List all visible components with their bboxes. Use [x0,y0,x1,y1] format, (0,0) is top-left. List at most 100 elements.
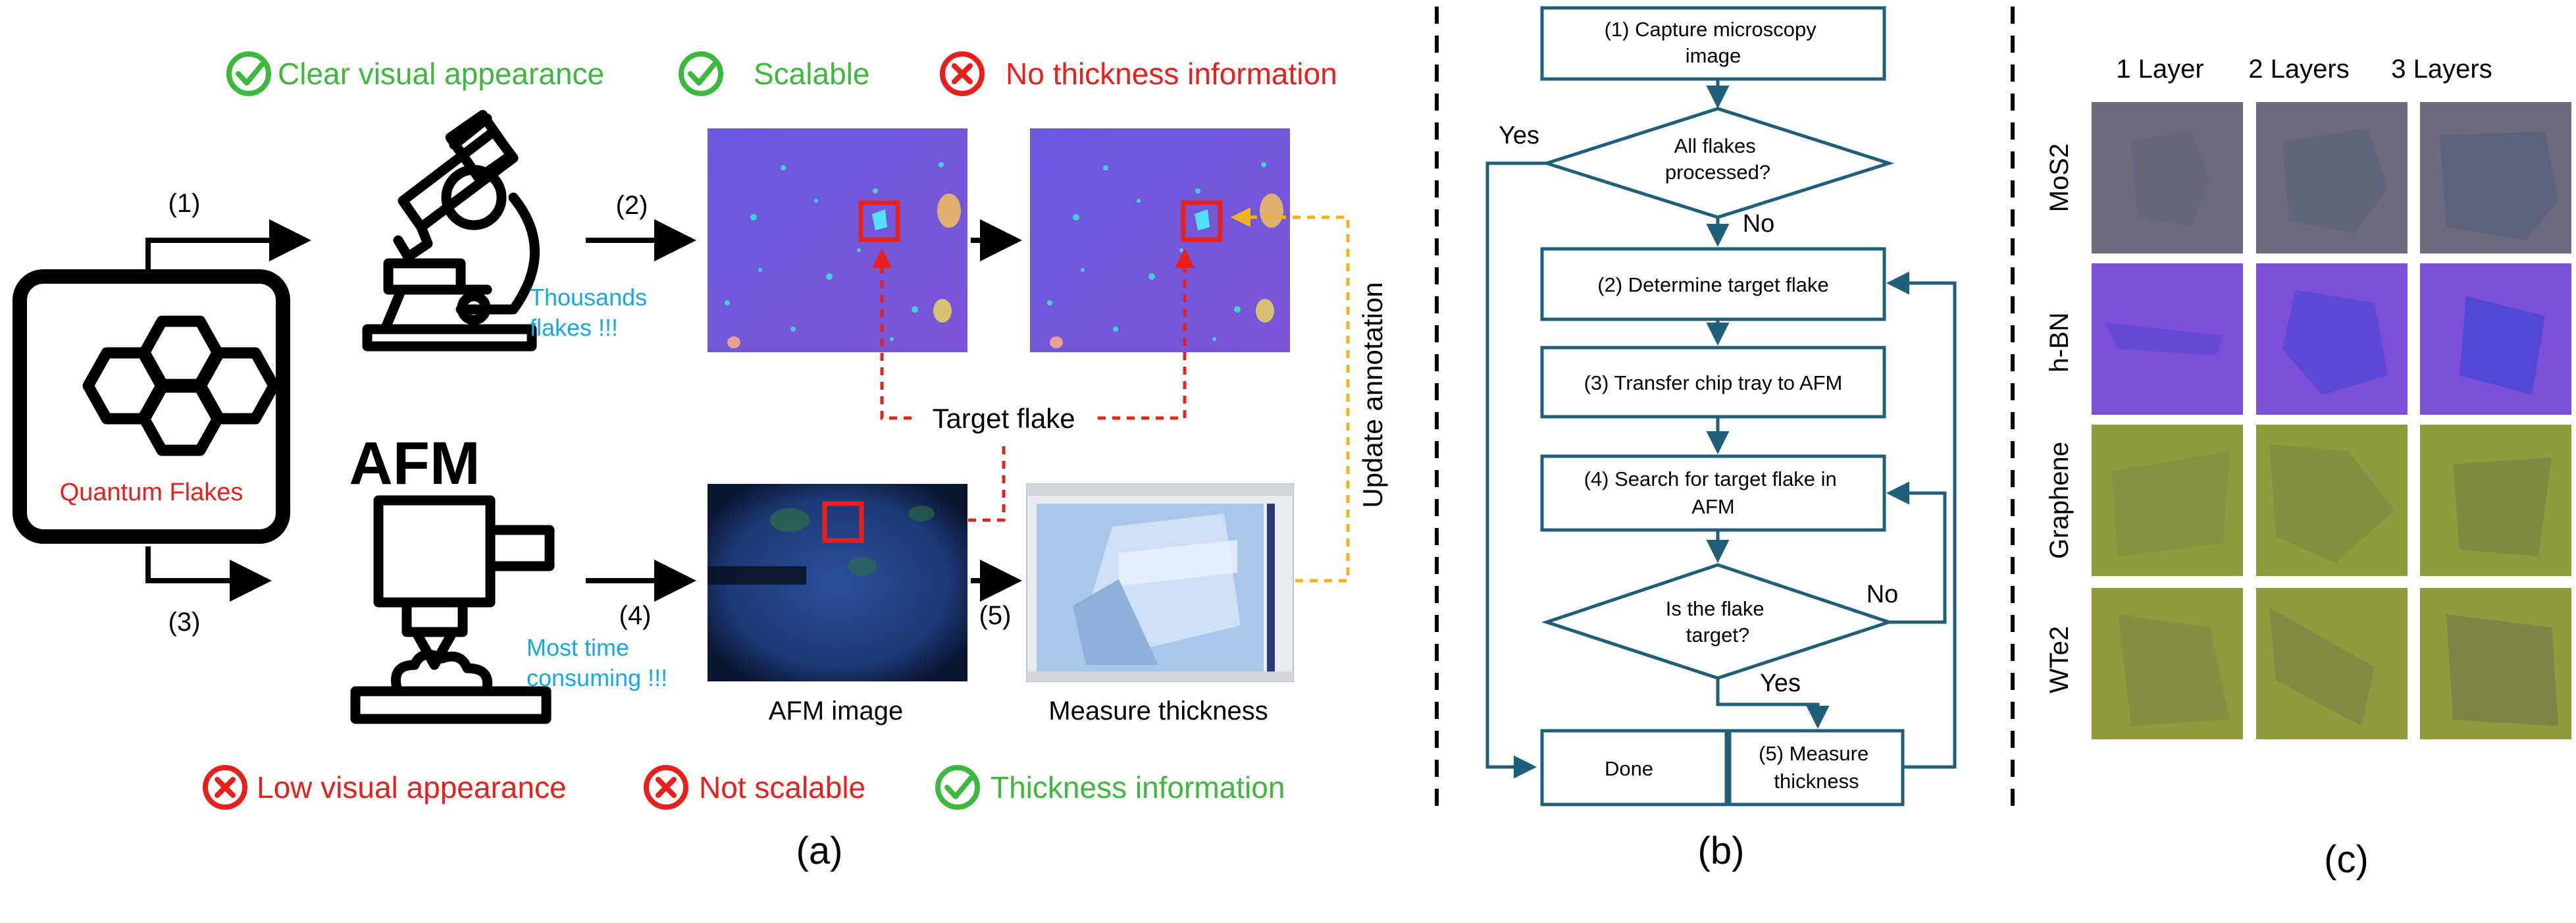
check-icon [226,51,271,96]
node-done-text: Done [1605,757,1653,780]
flake-shape [2131,128,2210,227]
node-determine [1540,247,1886,321]
target-flake-arrow-right [1098,248,1195,420]
node-capture [1540,6,1886,81]
top-badges: Clear visual appearance Scalable No thic… [226,51,1337,96]
badge-low-visual: Low visual appearance [257,770,567,804]
micrograph-background [2092,263,2243,415]
flake-shape [2269,608,2375,726]
micrograph-wte2-col-2 [2256,588,2408,739]
cross-icon [940,51,985,96]
check-icon [935,765,980,810]
target-flake-arrow-left [872,248,912,420]
node-capture-text: (1) Capture microscopy image [1605,18,1822,67]
label-no-2: No [1867,581,1899,608]
step-1-label: (1) [168,189,201,218]
target-flake-label: Target flake [932,403,1075,434]
step-3-label: (3) [168,608,201,637]
flake-shape [2446,614,2558,726]
quantum-flakes-label: Quantum Flakes [60,479,244,506]
flake-shape [2118,614,2230,726]
micrograph-mos2-col-2 [2256,102,2408,253]
col-1-layer: 1 Layer [2116,55,2203,84]
afm-image-label: AFM image [769,697,904,725]
micrograph-graphene-col-1 [2092,425,2243,576]
micrograph-background [2092,425,2243,576]
flake-shape [2453,458,2552,556]
afm-target-box [822,501,864,543]
row-hbn: h-BN [2045,312,2074,372]
flake-shape [2282,290,2388,395]
node-measure-text: (5) Measure thickness [1759,742,1874,793]
arrow-step-3 [145,546,272,602]
badge-no-thickness: No thickness information [1006,57,1337,91]
bottom-badges: Low visual appearance Not scalable Thick… [203,765,1285,810]
layer-grid [2092,102,2571,739]
target-box-1 [858,200,900,242]
afm-icon [350,495,555,724]
note-most-time: Most time consuming !!! [527,634,667,691]
row-graphene: Graphene [2045,442,2074,559]
note-thousands-flakes: Thousands flakes !!! [530,284,654,341]
micrograph-graphene-col-2 [2256,425,2408,576]
micrograph-wte2-col-3 [2420,588,2571,739]
step-4-label: (4) [619,601,652,630]
caption-a: (a) [796,830,843,872]
row-wte2: WTe2 [2045,626,2074,693]
label-yes-1: Yes [1499,122,1539,149]
micrograph-graphene-col-3 [2420,425,2571,576]
edge-n5-n2 [1886,271,1957,769]
flake-shape [2269,444,2394,563]
label-yes-2: Yes [1760,670,1801,697]
optical-image-1 [708,128,967,352]
badge-thickness-info: Thickness information [991,770,1285,804]
micrograph-hbn-col-2 [2256,263,2408,415]
decision-is-target-text: Is the flake target? [1666,597,1770,646]
micrograph-hbn-col-1 [2092,263,2243,415]
node-search [1540,454,1886,532]
afm-title: AFM [349,430,480,497]
check-icon [679,51,723,96]
badge-clear-visual: Clear visual appearance [278,57,604,91]
row-mos2: MoS2 [2045,144,2074,213]
flake-shape [2282,128,2388,234]
microscope-icon [362,109,540,352]
flake-shape [2440,132,2558,240]
micrograph-mos2-col-1 [2092,102,2243,253]
col-3-layers: 3 Layers [2391,55,2492,84]
flake-shape [2111,451,2230,556]
node-transfer-text: (3) Transfer chip tray to AFM [1584,371,1843,394]
panel-b: (1) Capture microscopy image All flakes … [1485,6,1957,872]
caption-b: (b) [1698,830,1745,872]
measure-thickness-label: Measure thickness [1048,697,1268,725]
node-determine-text: (2) Determine target flake [1597,273,1828,296]
badge-not-scalable: Not scalable [699,770,865,804]
update-annotation-label: Update annotation [1357,282,1388,508]
flake-shape [2105,323,2223,356]
cross-icon [644,765,688,810]
step-2-label: (2) [616,191,648,220]
edge-d2-no [1886,481,1947,624]
update-annotation-arrow [1231,207,1350,583]
edge-d2-yes [1716,678,1830,729]
decision-all-processed-text: All flakes processed? [1665,134,1770,184]
caption-c: (c) [2324,838,2369,881]
micrograph-background [2092,102,2243,253]
hexagon-icon [82,315,280,456]
node-done [1540,729,1728,806]
quantum-flakes-box: Quantum Flakes [13,269,290,544]
micrograph-hbn-col-3 [2420,263,2571,415]
edge-d1-done [1485,161,1547,779]
flake-shape [2460,296,2545,395]
target-box-2 [1181,200,1223,242]
col-2-layers: 2 Layers [2248,55,2349,84]
node-measure [1728,729,1905,806]
afm-image [708,484,967,681]
micrograph-mos2-col-3 [2420,102,2571,253]
cross-icon [203,765,247,810]
micrograph-background [2092,588,2243,739]
badge-scalable: Scalable [754,57,869,91]
arrow-step-1 [145,219,311,270]
measure-thickness-image [1026,483,1294,682]
